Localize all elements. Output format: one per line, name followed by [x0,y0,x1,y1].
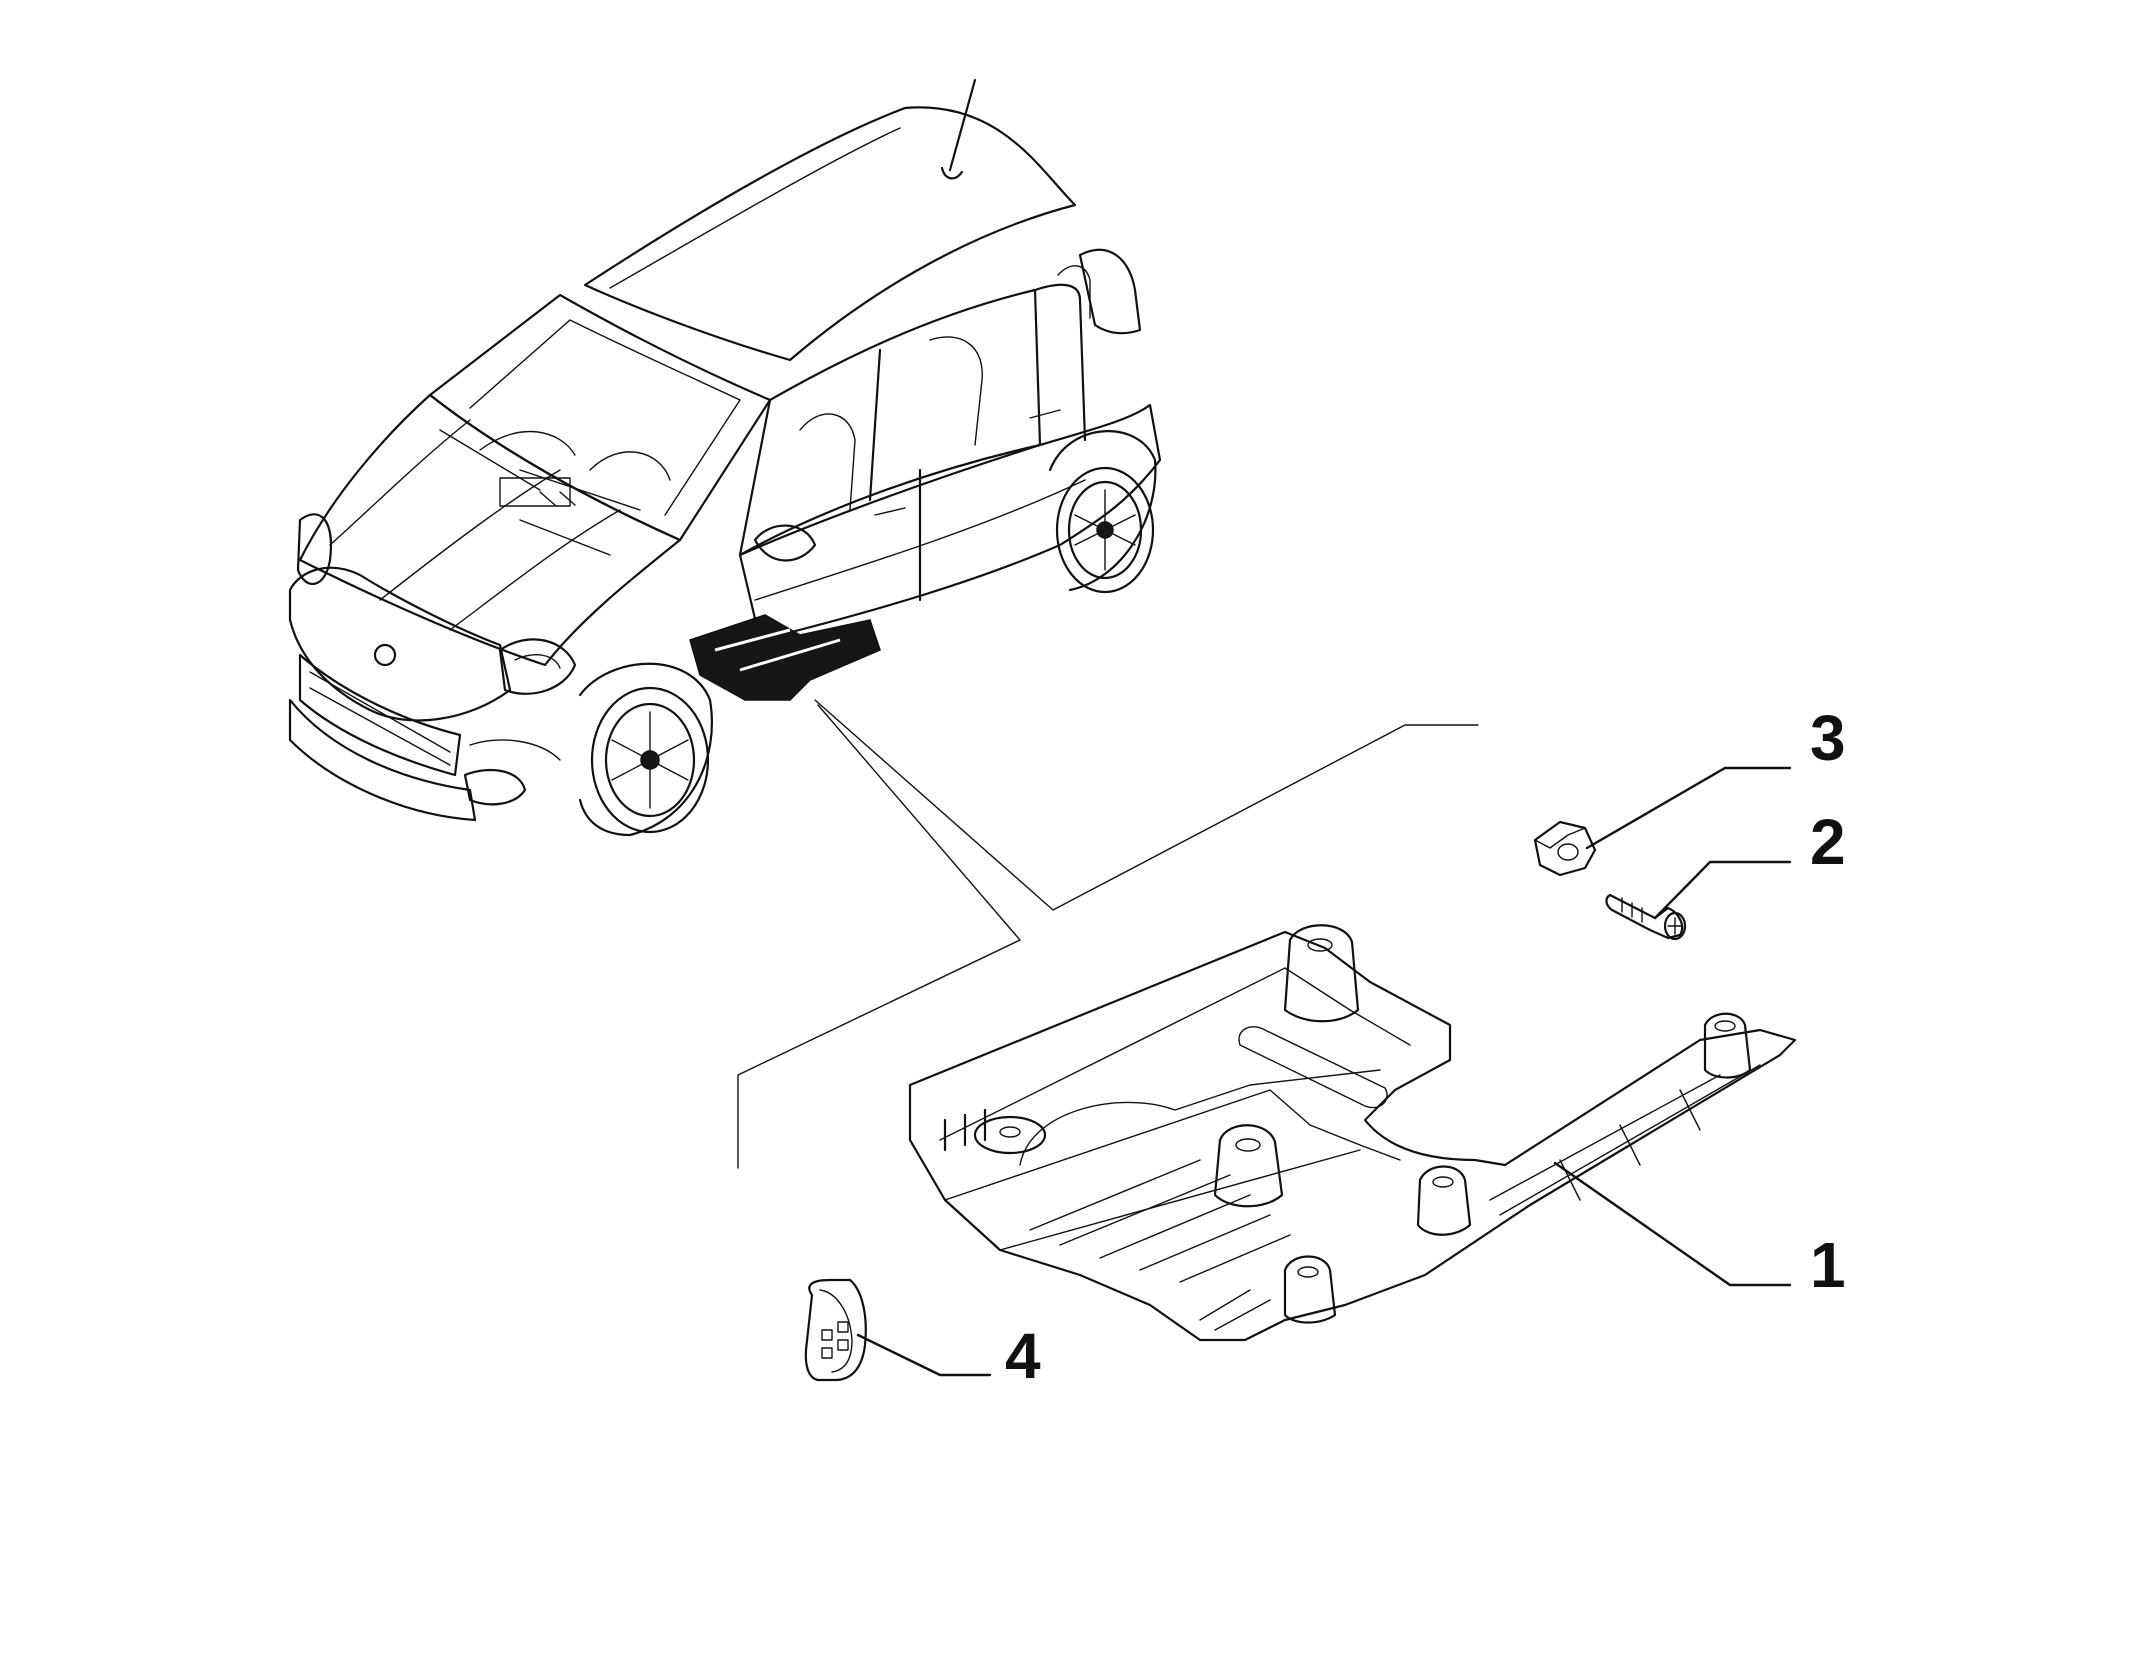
callout-2: 2 [1810,806,1846,878]
car-illustration [288,78,1162,837]
callout-3: 3 [1810,702,1846,774]
part-1-underbody-shield [908,924,1797,1342]
part-4-clip [804,1278,867,1382]
part-3-nut [1533,820,1597,877]
part-2-screw [1605,893,1687,941]
explode-guide-lines [737,699,1479,1169]
callout-4: 4 [1005,1320,1041,1392]
callout-leaders [856,766,1792,1377]
callout-1: 1 [1810,1229,1846,1301]
